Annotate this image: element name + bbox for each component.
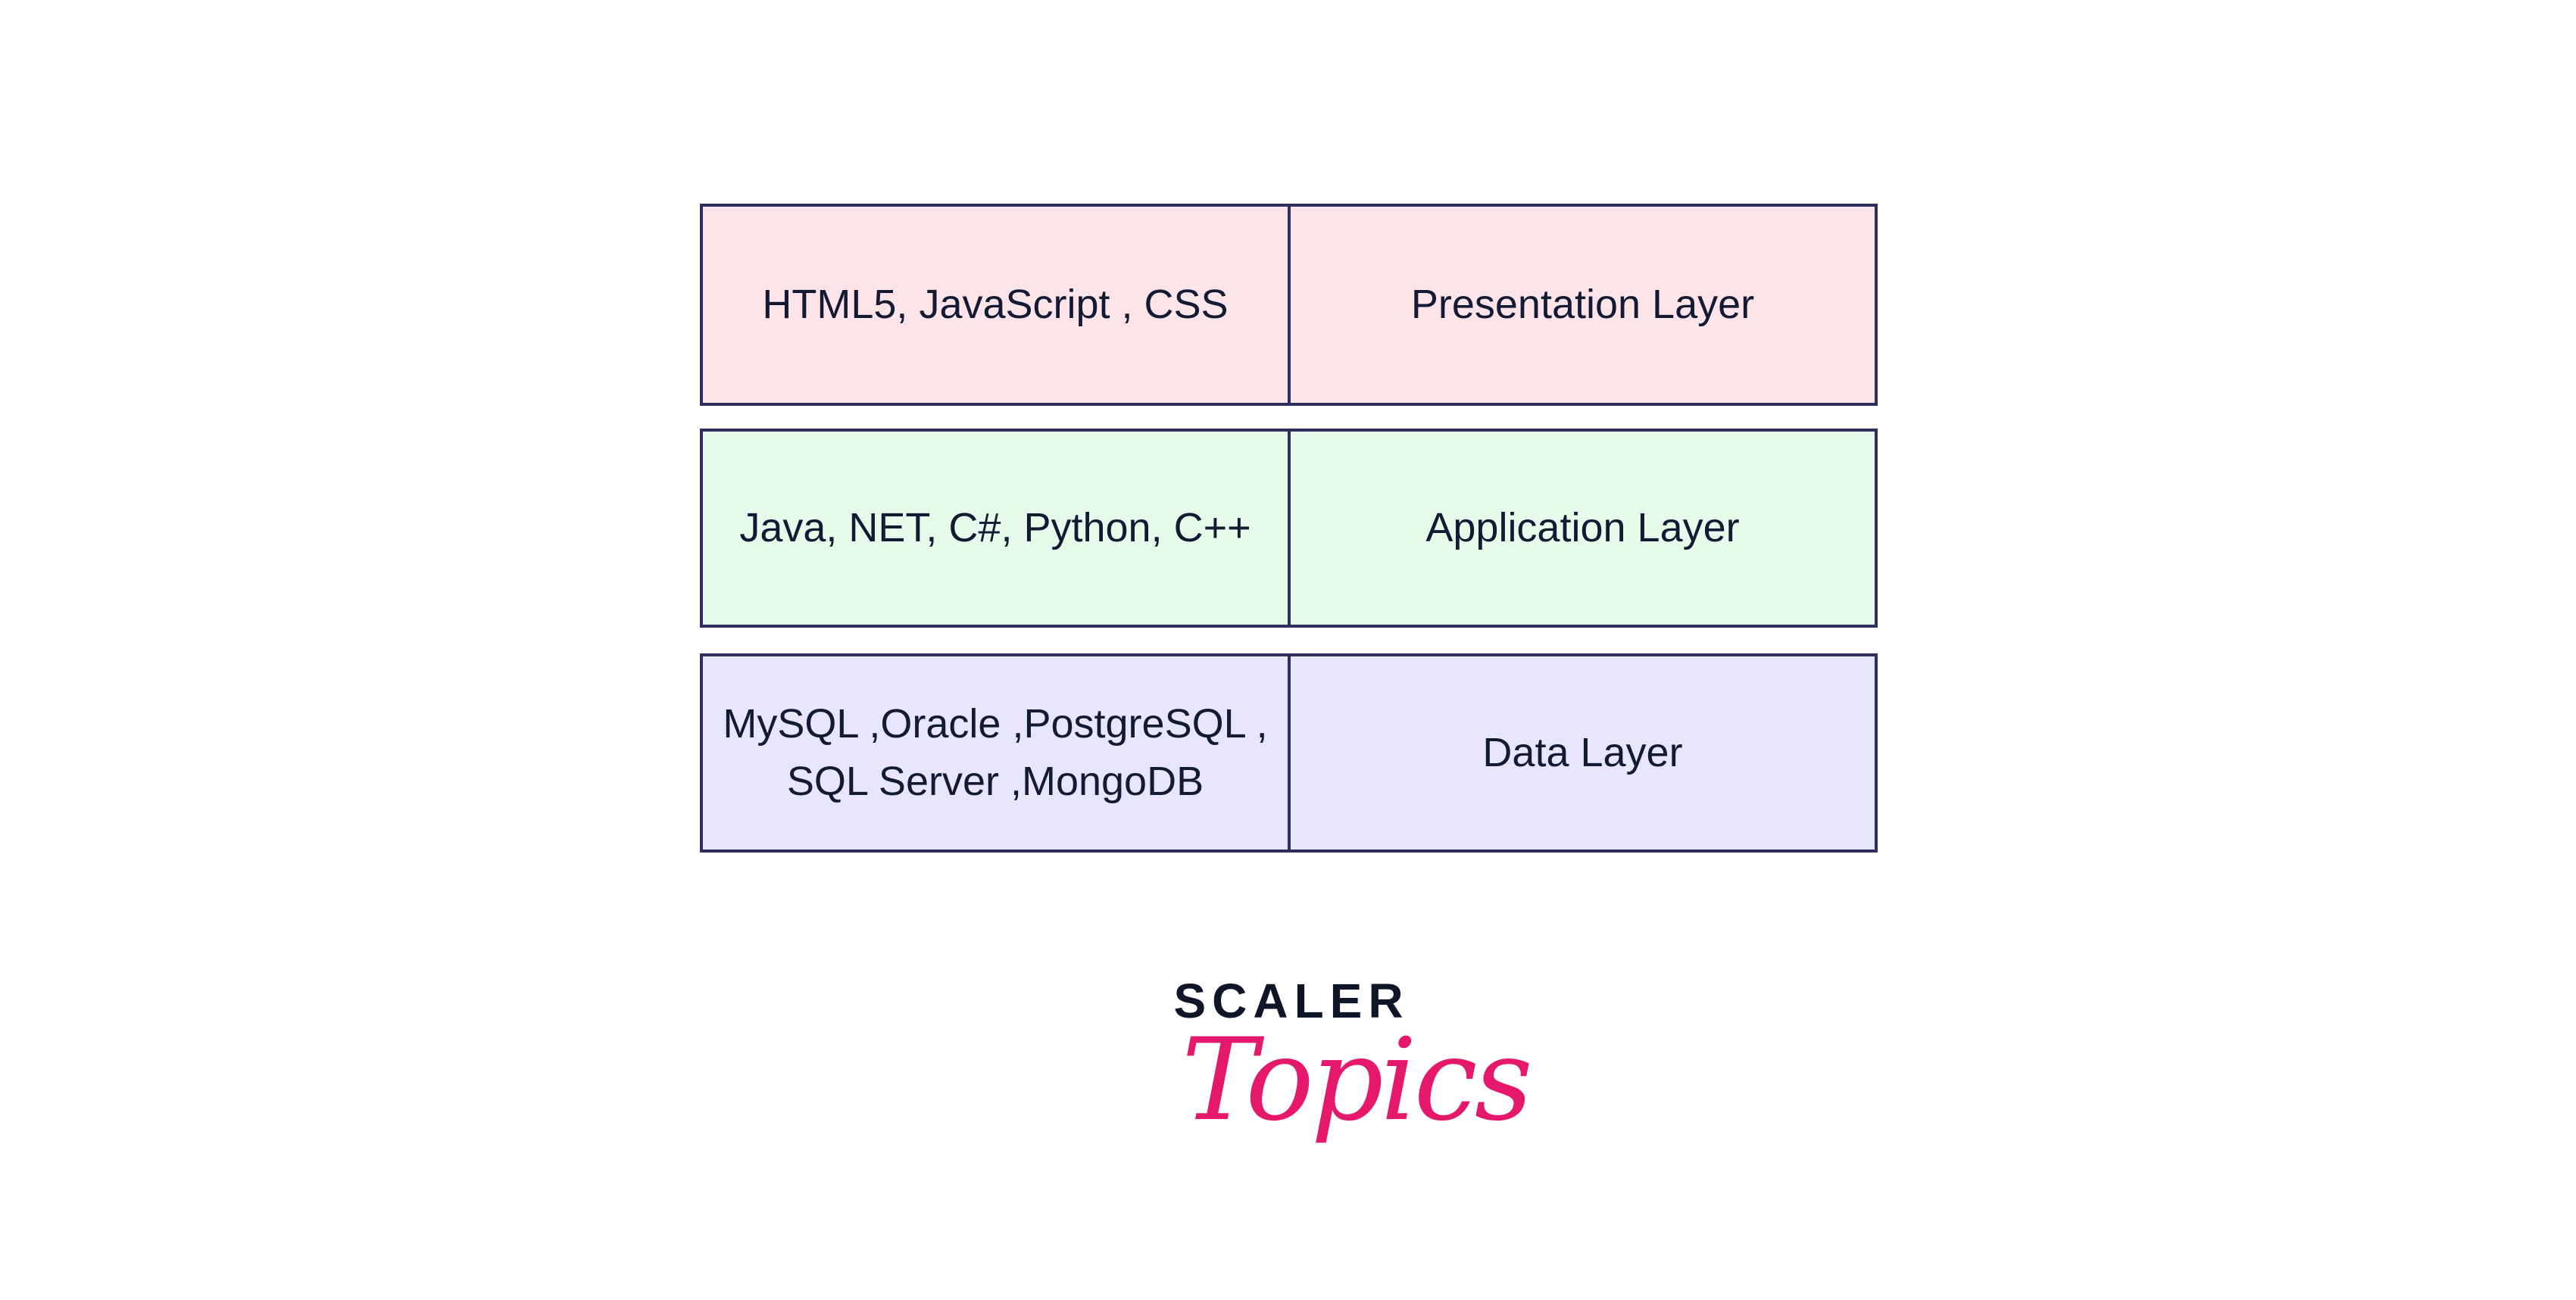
presentation-layer-row: HTML5, JavaScript , CSS Presentation Lay…	[700, 204, 1878, 406]
presentation-technologies: HTML5, JavaScript , CSS	[703, 207, 1291, 403]
data-technologies: MySQL ,Oracle ,PostgreSQL , SQL Server ,…	[703, 656, 1291, 850]
data-technologies-line2: SQL Server ,MongoDB	[786, 758, 1204, 804]
logo-sub: Topics	[1182, 1015, 1533, 1146]
application-technologies: Java, NET, C#, Python, C++	[703, 432, 1291, 625]
scaler-topics-logo: SCALER Topics	[1166, 973, 1532, 1177]
application-layer-row: Java, NET, C#, Python, C++ Application L…	[700, 429, 1878, 628]
presentation-layer-label: Presentation Layer	[1410, 281, 1755, 327]
logo-brand: SCALER	[1173, 974, 1410, 1028]
data-layer-label: Data Layer	[1482, 729, 1683, 775]
data-technologies-line1: MySQL ,Oracle ,PostgreSQL ,	[723, 700, 1268, 747]
data-layer-row: MySQL ,Oracle ,PostgreSQL , SQL Server ,…	[700, 653, 1878, 853]
application-layer-label: Application Layer	[1425, 504, 1740, 550]
